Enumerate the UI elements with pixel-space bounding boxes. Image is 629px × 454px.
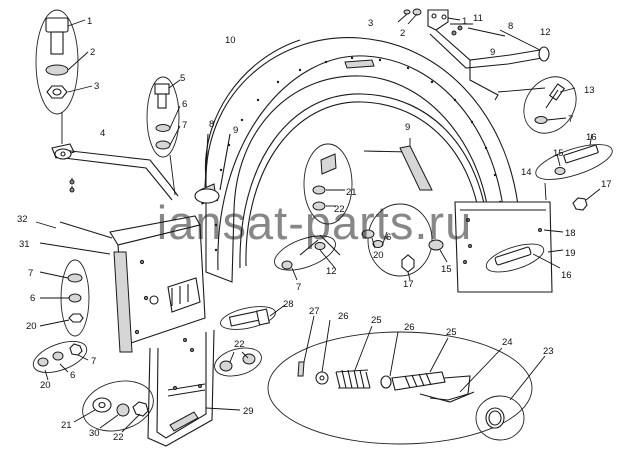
callout-6d: 6	[70, 370, 75, 381]
inner-bracket-group	[303, 138, 433, 256]
callout-9c: 9	[405, 122, 410, 133]
washer-group-22	[214, 347, 262, 377]
callout-15: 15	[553, 148, 564, 159]
callout-26b: 26	[404, 322, 415, 333]
callout-28: 28	[283, 299, 294, 310]
callout-1b: 1	[462, 16, 467, 27]
callout-17b: 17	[403, 279, 414, 290]
callout-17: 17	[601, 179, 612, 190]
callout-26: 26	[338, 311, 349, 322]
callout-16b: 16	[561, 270, 572, 281]
callout-9b: 9	[490, 47, 495, 58]
callout-7d: 7	[28, 268, 33, 279]
callout-labels: 1 2 3 4 5 6 7 8 9 10 3 2 1 11 8 12 9 13 …	[17, 13, 612, 443]
lower-fender-bracket	[274, 235, 336, 281]
callout-1: 1	[87, 16, 92, 27]
callout-2: 2	[90, 47, 95, 58]
callout-13: 13	[584, 85, 595, 96]
latch-assembly	[267, 315, 546, 445]
callout-22c: 22	[113, 432, 124, 443]
step-ladder	[147, 329, 241, 447]
bolt-group-top-right	[523, 76, 577, 134]
callout-25: 25	[371, 315, 382, 326]
callout-14: 14	[521, 167, 532, 178]
callout-16: 16	[586, 132, 597, 143]
callout-2b: 2	[400, 28, 405, 39]
callout-29: 29	[243, 406, 254, 417]
bolt-28	[220, 304, 286, 330]
bottom-washer-set	[73, 380, 154, 433]
callout-12: 12	[540, 27, 551, 38]
callout-27: 27	[309, 306, 320, 317]
inner-fastener-group	[361, 203, 448, 281]
callout-7b: 7	[568, 114, 573, 125]
callout-6: 6	[182, 99, 187, 110]
callout-22b: 22	[234, 339, 245, 350]
callout-22: 22	[334, 204, 345, 215]
callout-19: 19	[565, 248, 576, 259]
callout-11: 11	[473, 13, 483, 24]
callout-8: 8	[209, 119, 214, 130]
left-bracket-tube	[51, 143, 179, 201]
right-bolt-group	[535, 133, 613, 211]
callout-25b: 25	[446, 327, 457, 338]
callout-6c: 6	[30, 293, 35, 304]
left-washer-stack	[39, 259, 90, 337]
callout-12b: 12	[326, 266, 337, 277]
callout-8b: 8	[508, 21, 513, 32]
callout-30: 30	[89, 428, 100, 439]
callout-20c: 20	[40, 380, 51, 391]
right-mudflap	[454, 182, 564, 293]
callout-6b: 6	[386, 232, 391, 243]
callout-24: 24	[502, 337, 513, 348]
callout-31: 31	[19, 239, 30, 250]
callout-5: 5	[180, 73, 185, 84]
callout-21b: 21	[61, 420, 72, 431]
top-right-bracket	[397, 8, 550, 101]
callout-9: 9	[233, 125, 238, 136]
callout-7e: 7	[91, 356, 96, 367]
callout-18: 18	[565, 228, 576, 239]
callout-32: 32	[17, 214, 28, 225]
callout-7c: 7	[296, 282, 301, 293]
callout-4: 4	[100, 128, 105, 139]
callout-23: 23	[543, 346, 554, 357]
lower-left-stack	[32, 341, 89, 381]
left-bracket-plate	[35, 215, 206, 353]
spacer-and-strip-left	[194, 133, 231, 205]
callout-10: 10	[225, 35, 236, 46]
callout-21: 21	[346, 187, 357, 198]
callout-20: 20	[373, 250, 384, 261]
callout-15b: 15	[441, 264, 452, 275]
bolt-group-top-left	[35, 9, 93, 144]
callout-7: 7	[182, 120, 187, 131]
callout-3b: 3	[368, 18, 373, 29]
callout-3: 3	[94, 81, 99, 92]
bolt-group-center-left	[146, 76, 181, 196]
callout-20b: 20	[26, 321, 37, 332]
